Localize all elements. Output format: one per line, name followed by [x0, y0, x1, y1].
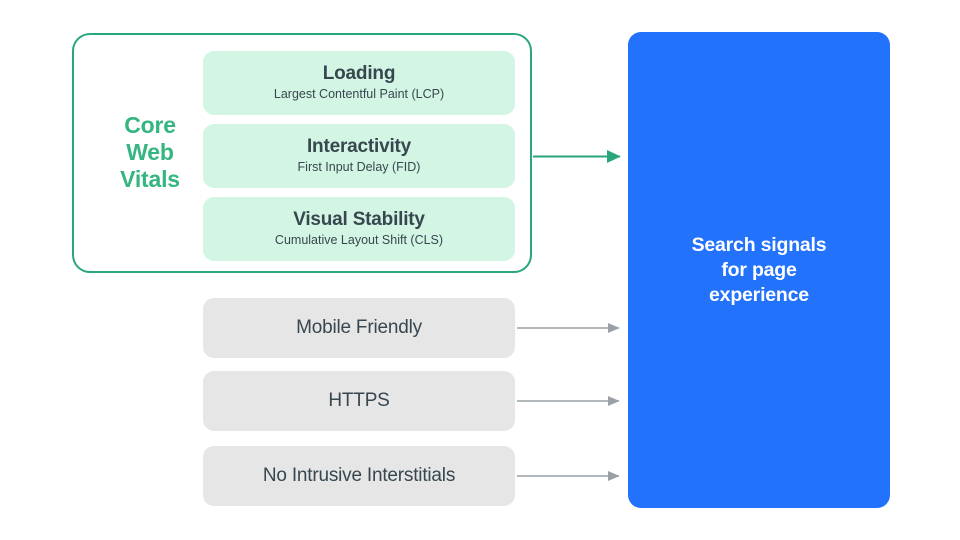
vital-card-visual-stability: Visual Stability Cumulative Layout Shift… [203, 197, 515, 261]
core-web-vitals-label: Core Web Vitals [120, 112, 180, 192]
vital-card-title: Loading [322, 63, 396, 84]
vital-card-subtitle: First Input Delay (FID) [297, 160, 421, 174]
vital-card-subtitle: Largest Contentful Paint (LCP) [273, 87, 445, 101]
signal-box-https: HTTPS [203, 371, 515, 431]
vital-card-subtitle: Cumulative Layout Shift (CLS) [274, 233, 444, 247]
signal-box-no-intrusive-interstitials: No Intrusive Interstitials [203, 446, 515, 506]
vital-card-loading: Loading Largest Contentful Paint (LCP) [203, 51, 515, 115]
signal-box-label: HTTPS [328, 390, 390, 411]
signal-box-mobile-friendly: Mobile Friendly [203, 298, 515, 358]
core-web-vitals-group [72, 33, 532, 273]
vital-card-title: Visual Stability [293, 209, 425, 230]
search-signals-label: Search signals for page experience [691, 233, 827, 306]
search-signals-panel: Search signals for page experience [628, 32, 890, 508]
signal-box-label: Mobile Friendly [296, 317, 422, 338]
vital-card-interactivity: Interactivity First Input Delay (FID) [203, 124, 515, 188]
vital-card-title: Interactivity [306, 136, 412, 157]
signal-box-label: No Intrusive Interstitials [262, 465, 456, 486]
